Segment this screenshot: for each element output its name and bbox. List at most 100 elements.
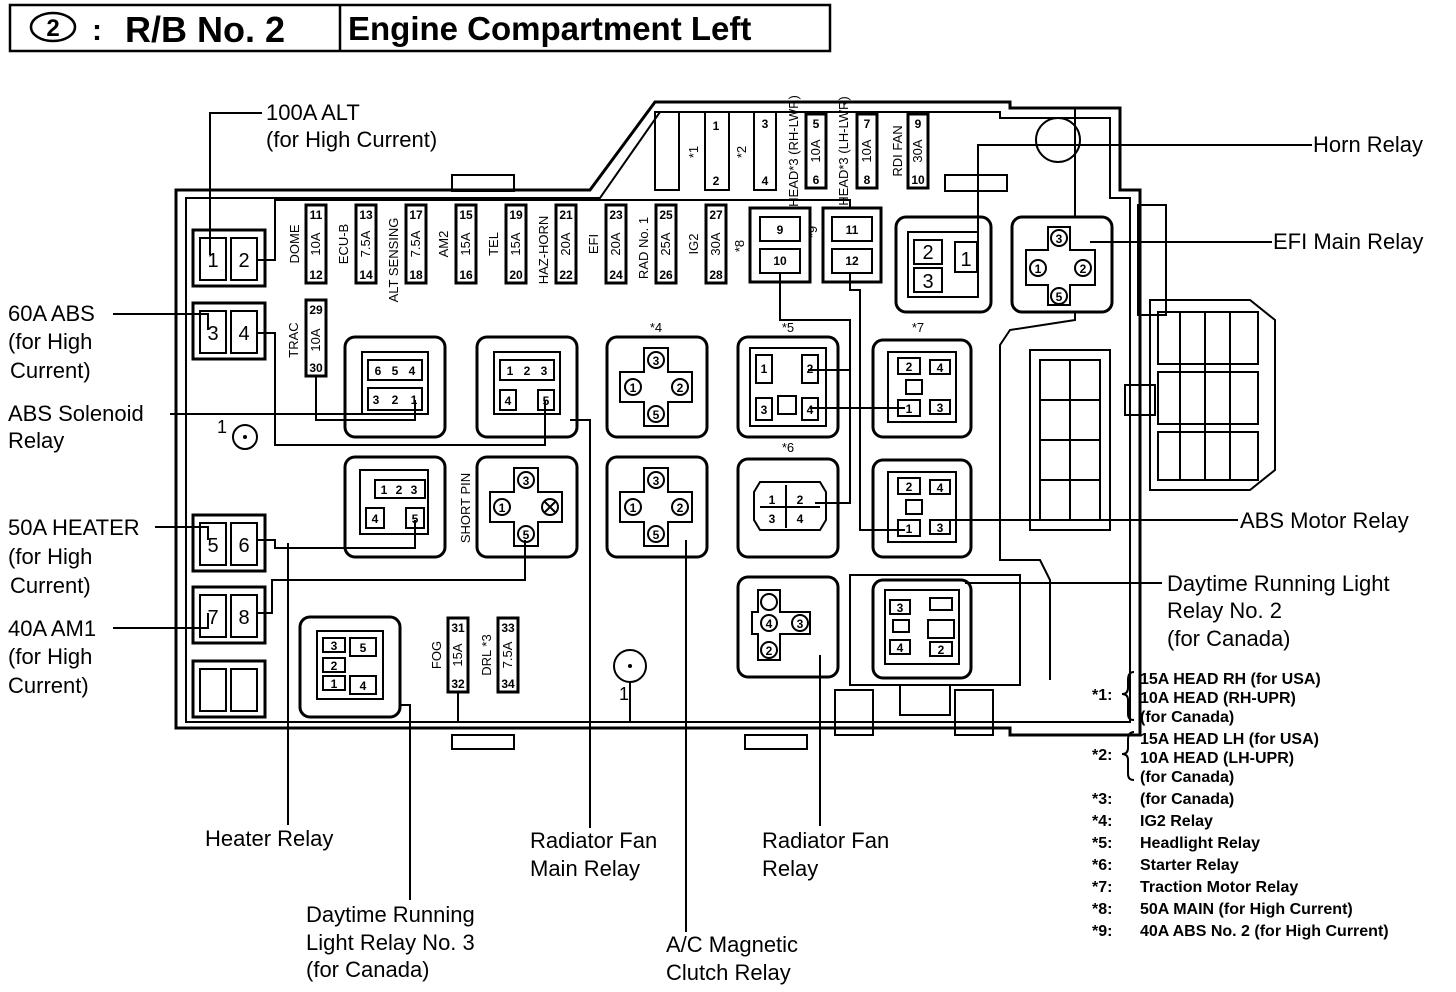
footnote-line: 40A ABS No. 2 (for High Current): [1140, 923, 1389, 940]
label-rad-fan-2: Relay: [762, 856, 818, 881]
svg-text:2: 2: [238, 250, 249, 272]
fuse-trac: 29 30 10A TRAC: [286, 298, 328, 378]
fuse-am1-40a: 7 8: [191, 585, 267, 645]
svg-text:RDI FAN: RDI FAN: [890, 125, 905, 176]
svg-text:1: 1: [960, 249, 971, 271]
marker-s1: *1: [686, 146, 701, 158]
svg-text:20A: 20A: [558, 232, 573, 255]
svg-text:15A: 15A: [508, 232, 523, 255]
svg-text:3: 3: [541, 364, 548, 378]
svg-text:3: 3: [331, 639, 338, 653]
svg-text:3: 3: [373, 393, 380, 407]
fuse-rad-no1: 25 26 25A RAD No. 1: [636, 203, 678, 285]
fuse-main-50a: 9 10: [748, 206, 812, 284]
svg-text:1: 1: [906, 402, 913, 416]
svg-text:IG2: IG2: [686, 234, 701, 255]
svg-text:1: 1: [769, 493, 776, 507]
svg-text:20A: 20A: [608, 232, 623, 255]
label-heater-50a-3: Current): [10, 573, 91, 598]
svg-text:15A: 15A: [450, 643, 465, 666]
svg-text:31: 31: [451, 621, 465, 635]
footnote-key: *9:: [1092, 923, 1112, 940]
fuse-alt-100a: 1 2: [191, 228, 267, 288]
svg-text:29: 29: [309, 303, 323, 317]
svg-text:32: 32: [451, 677, 465, 691]
svg-text:3: 3: [922, 271, 933, 293]
drl2-relay: 3 4 2: [871, 578, 973, 680]
svg-text:4: 4: [505, 394, 512, 408]
svg-text:9: 9: [777, 223, 784, 237]
svg-text:1: 1: [507, 364, 514, 378]
svg-text:15A: 15A: [458, 232, 473, 255]
svg-text:10A: 10A: [308, 232, 323, 255]
fuse-rdi-fan: 9 10 30A RDI FAN: [890, 112, 930, 190]
footnote-line: (for Canada): [1140, 709, 1234, 726]
radiator-fan-relay: 4 3 2: [736, 575, 840, 679]
svg-text:1: 1: [630, 381, 637, 395]
svg-text:3: 3: [653, 474, 660, 488]
svg-text:34: 34: [501, 677, 515, 691]
drl3-relay: 3 2 1 5 4: [298, 615, 402, 719]
upper-fuse-area: 1 2 *1 3 4 *2 5 6 10A HEAD*3 (RH-LWR) 7 …: [654, 95, 930, 207]
svg-text:HEAD*3 (LH-LWR): HEAD*3 (LH-LWR): [836, 96, 851, 206]
svg-text:16: 16: [459, 268, 473, 282]
footnote-key: *7:: [1092, 879, 1112, 896]
svg-text:3: 3: [937, 401, 944, 415]
label-heater-relay: Heater Relay: [205, 826, 333, 851]
svg-text:3: 3: [897, 601, 904, 615]
svg-text:12: 12: [309, 268, 323, 282]
svg-text:3: 3: [523, 474, 530, 488]
short-pin-label: SHORT PIN: [458, 473, 473, 543]
fuse-drl: 33 34 7.5A DRL *3: [479, 616, 520, 694]
svg-text:EFI: EFI: [586, 234, 601, 254]
label-horn-relay: Horn Relay: [1313, 132, 1423, 157]
svg-text:HAZ-HORN: HAZ-HORN: [536, 216, 551, 285]
svg-text:2: 2: [906, 360, 913, 374]
svg-text:10A: 10A: [308, 328, 323, 351]
footnote-line: IG2 Relay: [1140, 813, 1213, 830]
footnote-line: 10A HEAD (LH-UPR): [1140, 750, 1294, 767]
label-rad-fan-main-1: Radiator Fan: [530, 828, 657, 853]
footnote-line: 15A HEAD LH (for USA): [1140, 731, 1319, 748]
svg-text:6: 6: [813, 173, 820, 187]
svg-text:9: 9: [915, 117, 922, 131]
svg-text:2: 2: [938, 643, 945, 657]
svg-text:5: 5: [392, 364, 399, 378]
fuse-abs-60a: 3 4: [191, 301, 267, 361]
svg-text:3: 3: [762, 117, 769, 131]
svg-text:6: 6: [375, 364, 382, 378]
svg-text:1: 1: [630, 501, 637, 515]
footnote-line: (for Canada): [1140, 769, 1234, 786]
label-rad-fan-main-2: Main Relay: [530, 856, 640, 881]
fuse-head-rh: 5 6 10A HEAD*3 (RH-LWR): [786, 95, 828, 207]
svg-text:2: 2: [922, 242, 933, 264]
svg-text:5: 5: [207, 535, 218, 557]
svg-text:25: 25: [659, 208, 673, 222]
svg-text:26: 26: [659, 268, 673, 282]
traction-motor-relay: 2 4 1 3: [871, 338, 973, 439]
footnote-key: *8:: [1092, 901, 1112, 918]
footnote-key: *6:: [1092, 857, 1112, 874]
svg-text:8: 8: [238, 607, 249, 629]
svg-text:1: 1: [619, 684, 629, 704]
horn-relay: 2 3 1: [894, 215, 993, 314]
svg-text:4: 4: [372, 512, 379, 526]
marker-s2: *2: [734, 146, 749, 158]
svg-text:20: 20: [509, 268, 523, 282]
svg-text:DRL *3: DRL *3: [479, 634, 494, 675]
svg-text:5: 5: [543, 394, 550, 408]
svg-text:3: 3: [769, 512, 776, 526]
mount-hole: [1035, 117, 1081, 163]
svg-text:5: 5: [412, 512, 419, 526]
svg-text:2: 2: [524, 364, 531, 378]
marker-s4: *4: [650, 320, 662, 335]
svg-text:4: 4: [807, 403, 814, 417]
svg-text:11: 11: [846, 223, 859, 237]
svg-text:4: 4: [238, 323, 249, 345]
svg-text:14: 14: [359, 268, 373, 282]
svg-text:3: 3: [411, 483, 418, 497]
label-drl2-1: Daytime Running Light: [1167, 571, 1390, 596]
label-drl3-2: Light Relay No. 3: [306, 930, 475, 955]
svg-text:TRAC: TRAC: [286, 322, 301, 357]
